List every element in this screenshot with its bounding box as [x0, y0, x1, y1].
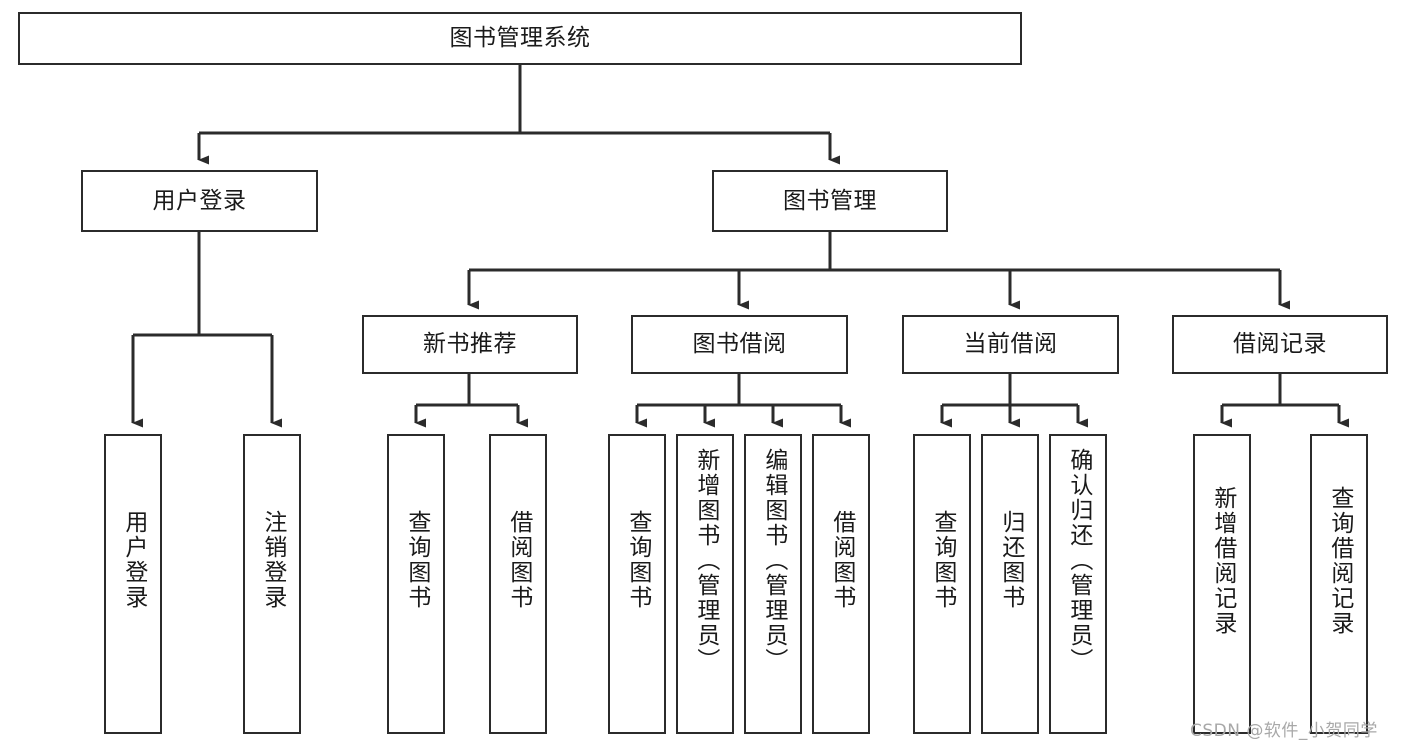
- csdn-watermark: CSDN @软件_小贺同学: [1190, 721, 1378, 741]
- node-label: 用户登录: [120, 510, 147, 610]
- node-borrow-record[interactable]: 借阅记录: [1172, 315, 1388, 374]
- node-label: 借阅图书: [505, 510, 532, 610]
- node-new-book-recommend[interactable]: 新书推荐: [362, 315, 578, 374]
- node-label: 新增借阅记录: [1209, 486, 1236, 636]
- leaf-borrow-book[interactable]: 借阅图书: [812, 434, 870, 734]
- node-label: 新书推荐: [423, 331, 517, 358]
- node-current-borrow[interactable]: 当前借阅: [902, 315, 1119, 374]
- leaf-query-book-current[interactable]: 查询图书: [913, 434, 971, 734]
- leaf-user-login[interactable]: 用户登录: [104, 434, 162, 734]
- node-label: 注销登录: [259, 510, 286, 610]
- node-label: 查询借阅记录: [1326, 486, 1353, 636]
- leaf-query-book-borrow[interactable]: 查询图书: [608, 434, 666, 734]
- node-label: 归还图书: [997, 510, 1024, 610]
- leaf-add-book[interactable]: 新增图书（管理员）: [676, 434, 734, 734]
- node-label: 图书借阅: [692, 331, 787, 358]
- leaf-query-book-recommend[interactable]: 查询图书: [387, 434, 445, 734]
- leaf-return-book[interactable]: 归还图书: [981, 434, 1039, 734]
- leaf-query-borrow-record[interactable]: 查询借阅记录: [1310, 434, 1368, 734]
- node-label: 当前借阅: [963, 331, 1058, 358]
- node-label: 查询图书: [929, 510, 956, 610]
- node-label: 借阅图书: [828, 510, 855, 610]
- node-label: 确认归还（管理员）: [1065, 448, 1092, 673]
- node-label: 查询图书: [403, 510, 430, 610]
- node-book-borrow[interactable]: 图书借阅: [631, 315, 848, 374]
- node-book-management[interactable]: 图书管理: [712, 170, 948, 232]
- node-user-login[interactable]: 用户登录: [81, 170, 318, 232]
- node-label: 图书管理: [783, 187, 877, 214]
- leaf-add-borrow-record[interactable]: 新增借阅记录: [1193, 434, 1251, 734]
- node-label: 用户登录: [152, 187, 247, 214]
- leaf-logout-login[interactable]: 注销登录: [243, 434, 301, 734]
- node-root-system[interactable]: 图书管理系统: [18, 12, 1022, 65]
- node-label: 新增图书（管理员）: [692, 448, 719, 673]
- leaf-borrow-book-recommend[interactable]: 借阅图书: [489, 434, 547, 734]
- node-label: 编辑图书（管理员）: [760, 448, 787, 673]
- node-label: 借阅记录: [1233, 331, 1327, 358]
- node-label: 图书管理系统: [449, 25, 591, 52]
- node-label: 查询图书: [624, 510, 651, 610]
- leaf-edit-book[interactable]: 编辑图书（管理员）: [744, 434, 802, 734]
- leaf-confirm-return[interactable]: 确认归还（管理员）: [1049, 434, 1107, 734]
